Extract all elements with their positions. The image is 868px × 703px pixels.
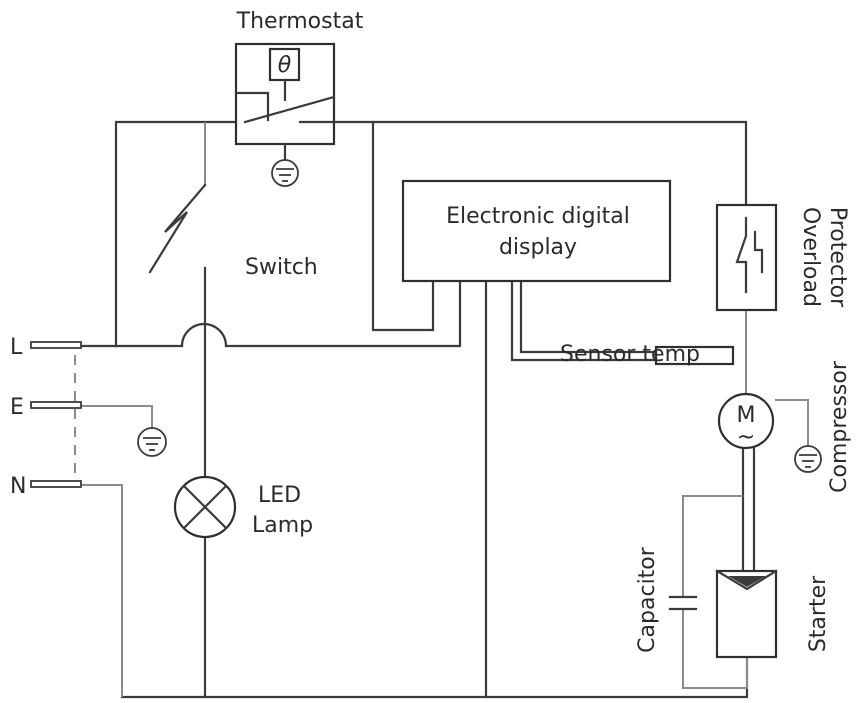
n-wire [82, 484, 123, 697]
thermostat-output-wire [332, 120, 748, 207]
overload-contact [735, 216, 748, 294]
capacitor: Capacitor [635, 546, 698, 653]
display-box [401, 179, 672, 283]
starter-symbol [715, 569, 778, 591]
feed-to-display-wire [114, 279, 462, 348]
led-lamp: LED Lamp [173, 475, 313, 539]
compressor: M ~ Compressor [717, 360, 852, 493]
terminal-n-pin [30, 480, 82, 488]
motor-tilde: ~ [737, 425, 755, 450]
thermostat-to-display-wire [371, 120, 435, 332]
thermostat-contact-left [234, 91, 270, 122]
terminal-e-pin [30, 401, 82, 409]
terminal-n-label: N [10, 474, 26, 499]
left-riser-wire [114, 120, 238, 348]
starter-label: Starter [806, 575, 831, 652]
terminal-l-label: L [10, 335, 23, 360]
starter: Starter [715, 569, 831, 659]
display-label-line2: display [499, 235, 577, 260]
switch: Switch [148, 122, 318, 280]
earth-ground-icon [137, 427, 167, 457]
compressor-label: Compressor [827, 360, 852, 493]
motor-circle [717, 392, 775, 450]
thermostat: θ Thermostat [234, 9, 364, 162]
overload-label-line1: Overload [798, 207, 823, 307]
sensor-label: Sensor temp [560, 342, 700, 367]
terminal-l-pin [30, 341, 82, 349]
lamp-cross-2 [182, 484, 228, 530]
motor-ground-wire [775, 399, 809, 446]
terminals: L E N [10, 335, 82, 499]
display-to-sensor-wire-2 [519, 279, 658, 354]
display-label-line1: Electronic digital [446, 204, 630, 229]
terminal-e-label: E [10, 395, 24, 420]
led-label-line1: LED [258, 483, 301, 508]
capacitor-wire-top [682, 495, 743, 597]
overload-label-line2: Protector [825, 207, 850, 308]
overload-element [753, 230, 764, 274]
thermostat-label: Thermostat [236, 9, 364, 34]
overload-protector: Overload Protector [715, 203, 850, 312]
thermostat-symbol: θ [278, 53, 292, 78]
switch-label: Switch [245, 255, 318, 280]
thermostat-contact-arm [243, 95, 336, 124]
sensor-probe [654, 345, 735, 366]
switch-blade [148, 183, 207, 274]
sensor: Sensor temp [560, 342, 735, 367]
neutral-rail [120, 655, 749, 699]
electronic-display: Electronic digital display [401, 179, 672, 283]
motor-letter: M [737, 403, 756, 428]
wires [50, 120, 809, 699]
motor-ground-icon [794, 445, 822, 473]
thermostat-ground-icon [271, 159, 299, 187]
e-wire [60, 405, 153, 428]
led-label-line2: Lamp [252, 513, 313, 538]
thermostat-sensor-box [268, 47, 301, 82]
capacitor-wire-bottom [682, 609, 748, 689]
starter-symbol-fill [728, 576, 766, 587]
capacitor-label: Capacitor [635, 546, 660, 653]
display-to-sensor-wire [510, 279, 658, 362]
